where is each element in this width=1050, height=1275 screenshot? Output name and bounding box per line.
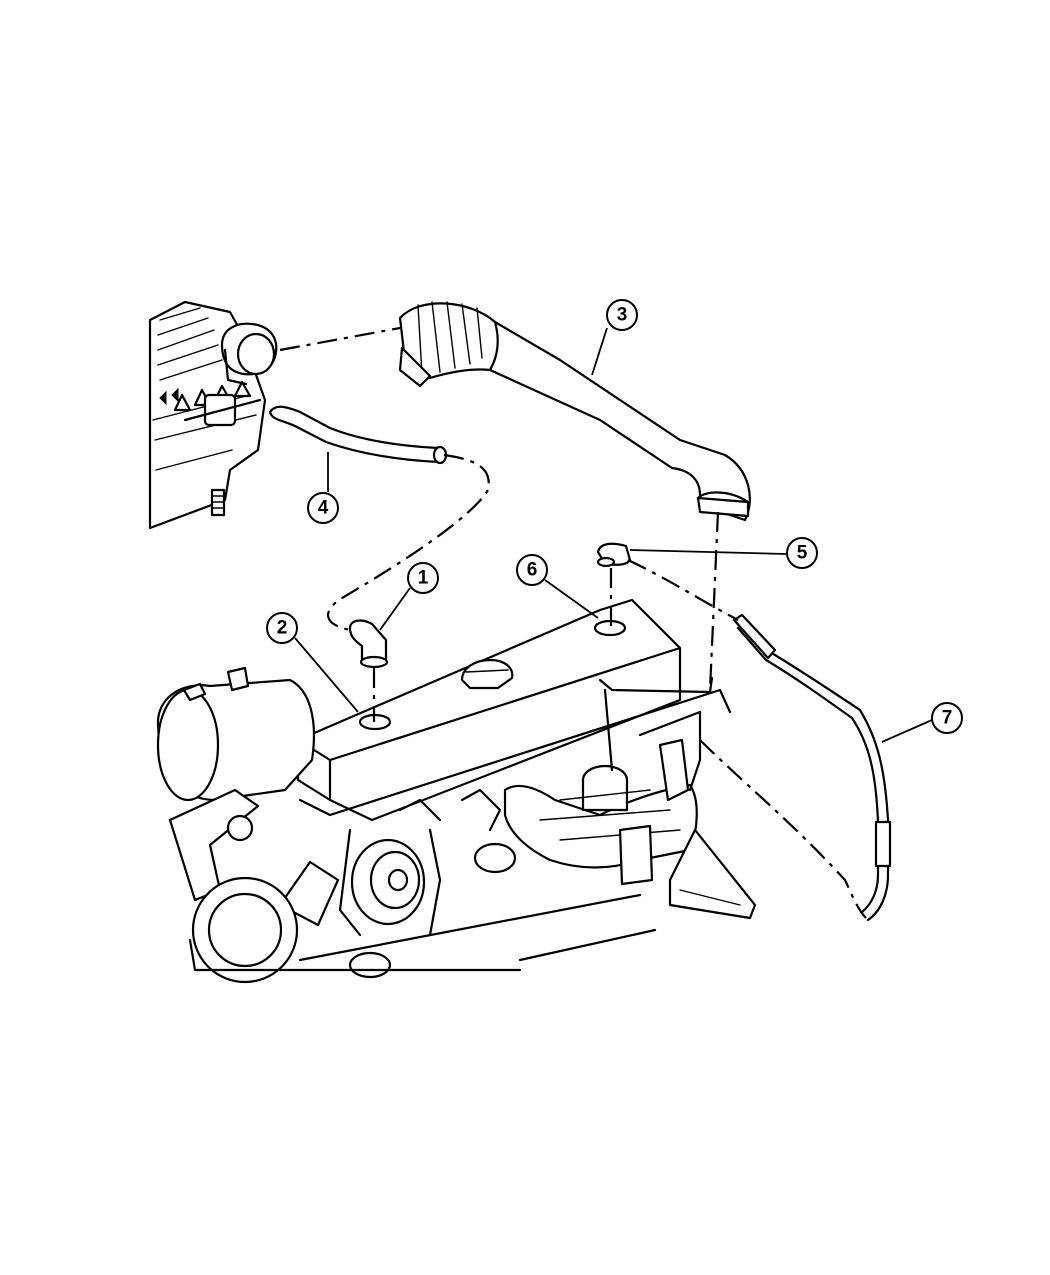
callout-3: 3 (606, 299, 638, 331)
pcv-hose (732, 613, 892, 922)
engine-assembly (156, 598, 757, 984)
connection-lines (279, 326, 867, 919)
callout-label: 7 (942, 708, 953, 729)
air-cleaner-housing (148, 300, 278, 530)
callout-7: 7 (931, 702, 963, 734)
callout-4: 4 (307, 492, 339, 524)
callout-2: 2 (266, 612, 298, 644)
elbow-fitting (348, 619, 389, 669)
crankcase-vent-hose (268, 405, 448, 465)
callout-6: 6 (516, 554, 548, 586)
callout-1: 1 (407, 562, 439, 594)
callout-leaders (294, 327, 933, 743)
callout-label: 5 (797, 543, 808, 564)
callout-label: 2 (277, 618, 288, 639)
callout-label: 4 (318, 498, 329, 519)
callout-label: 6 (527, 560, 538, 581)
callout-label: 3 (617, 305, 628, 326)
air-inlet-duct (398, 301, 751, 522)
callout-5: 5 (786, 537, 818, 569)
pcv-valve (596, 542, 632, 568)
callout-label: 1 (418, 568, 429, 589)
